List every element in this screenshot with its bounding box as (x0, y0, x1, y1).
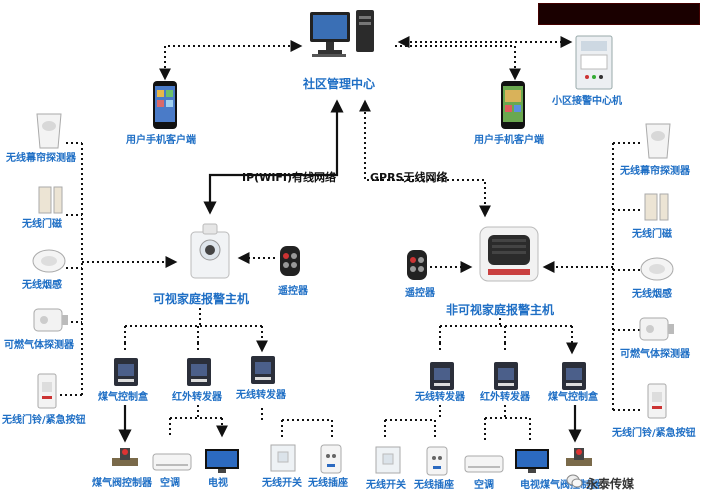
gas-detector-right-icon (636, 314, 676, 344)
module-right-2-label: 煤气控制盒 (548, 392, 598, 403)
center-title: 社区管理中心 (303, 77, 376, 91)
non-visual-host-icon (478, 225, 540, 283)
watermark: 永泰传媒 (586, 477, 635, 491)
tv-left-icon (204, 448, 240, 474)
host-left-label: 可视家庭报警主机 (153, 292, 250, 306)
air-conditioner-left-icon (152, 452, 192, 472)
door-bell-right-icon (646, 382, 668, 420)
door-bell-left-icon (36, 372, 58, 410)
sensor-left-3-label: 可燃气体探测器 (4, 340, 74, 351)
sensor-right-2-label: 无线烟感 (632, 289, 672, 300)
wireless-socket-right-icon (426, 446, 448, 476)
sensor-left-4-label: 无线门铃/紧急按钮 (2, 415, 86, 426)
remote-right-label: 遥控器 (405, 288, 435, 299)
appliance-right-0-label: 无线开关 (366, 480, 406, 491)
link-gprs (359, 99, 491, 218)
sensor-right-1-label: 无线门磁 (632, 229, 672, 240)
appliance-right-3-label: 电视 (520, 480, 540, 491)
appliance-left-3-label: 无线开关 (262, 478, 302, 489)
module-right-1-label: 红外转发器 (480, 392, 530, 403)
client-left-label: 用户手机客户端 (126, 135, 196, 146)
visual-host-icon (185, 222, 235, 280)
appliance-left-4-label: 无线插座 (308, 478, 348, 489)
smoke-sensor-right-icon (640, 256, 674, 282)
appliance-left-1-label: 空调 (160, 478, 180, 489)
sensor-left-1-label: 无线门磁 (22, 219, 62, 230)
tree-right-rf (384, 405, 441, 438)
link-center-right-phone (395, 45, 521, 81)
alarm-center-icon (575, 35, 613, 90)
gas-control-box-left-icon (112, 356, 140, 388)
module-left-2-label: 无线转发器 (236, 390, 286, 401)
gas-valve-left-icon (108, 446, 142, 474)
client-right-label: 用户手机客户端 (474, 135, 544, 146)
air-conditioner-right-icon (464, 454, 504, 474)
sensor-right-4-label: 无线门铃/紧急按钮 (612, 428, 696, 439)
alarm-center-label: 小区接警中心机 (552, 96, 622, 107)
wireless-switch-left-icon (270, 444, 296, 472)
door-sensor-left-icon (36, 185, 66, 215)
module-left-1-label: 红外转发器 (172, 392, 222, 403)
appliance-left-2-label: 电视 (208, 478, 228, 489)
tree-right-modules (439, 318, 573, 343)
link-ip-wifi (203, 99, 344, 215)
tree-left-modules (124, 308, 263, 343)
tree-right-module-arrows (439, 343, 572, 352)
appliance-right-4-label: 煤气阀控制器 (540, 480, 600, 491)
remote-left-label: 遥控器 (278, 286, 308, 297)
door-sensor-right-icon (642, 192, 672, 222)
gprs-network-label: GPRS无线网络 (370, 171, 448, 184)
ir-transponder-right-icon (492, 360, 520, 392)
sensor-right-0-label: 无线幕帘探测器 (620, 166, 690, 177)
host-right-label: 非可视家庭报警主机 (446, 303, 555, 317)
rf-repeater-left-icon (249, 354, 277, 386)
bus-sensors-right-ticks (613, 142, 640, 411)
computer-icon (308, 8, 386, 58)
gas-control-box-right-icon (560, 360, 588, 392)
appliance-left-0-label: 煤气阀控制器 (92, 478, 152, 489)
smoke-sensor-left-icon (32, 248, 66, 274)
appliance-right-2-label: 空调 (474, 480, 494, 491)
tree-right-ir (484, 405, 531, 440)
module-right-0-label: 无线转发器 (415, 392, 465, 403)
wechat-icon (566, 472, 584, 490)
ip-network-label: IP(WIFI)有线网络 (242, 171, 337, 184)
curtain-detector-left-icon (34, 112, 64, 150)
tree-left-module-arrows (124, 343, 262, 350)
wireless-socket-left-icon (320, 444, 342, 474)
tree-left-ir (169, 405, 222, 435)
curtain-detector-right-icon (643, 122, 673, 160)
phone-right-icon (500, 80, 526, 130)
wireless-switch-right-icon (375, 446, 401, 474)
remote-right-icon (404, 248, 430, 282)
ir-transponder-left-icon (185, 356, 213, 388)
remote-left-icon (277, 244, 303, 278)
gas-detector-left-icon (30, 305, 70, 335)
tree-left-rf (261, 408, 333, 438)
module-left-0-label: 煤气控制盒 (98, 392, 148, 403)
appliance-right-1-label: 无线插座 (414, 480, 454, 491)
link-center-left-phone (159, 40, 303, 81)
sensor-right-3-label: 可燃气体探测器 (620, 349, 690, 360)
sensor-left-2-label: 无线烟感 (22, 280, 62, 291)
tv-right-icon (514, 448, 550, 474)
rf-repeater-right-icon (428, 360, 456, 392)
phone-left-icon (152, 80, 178, 130)
led-sign (538, 3, 700, 25)
sensor-left-0-label: 无线幕帘探测器 (6, 153, 76, 164)
gas-valve-right-icon (562, 446, 596, 474)
